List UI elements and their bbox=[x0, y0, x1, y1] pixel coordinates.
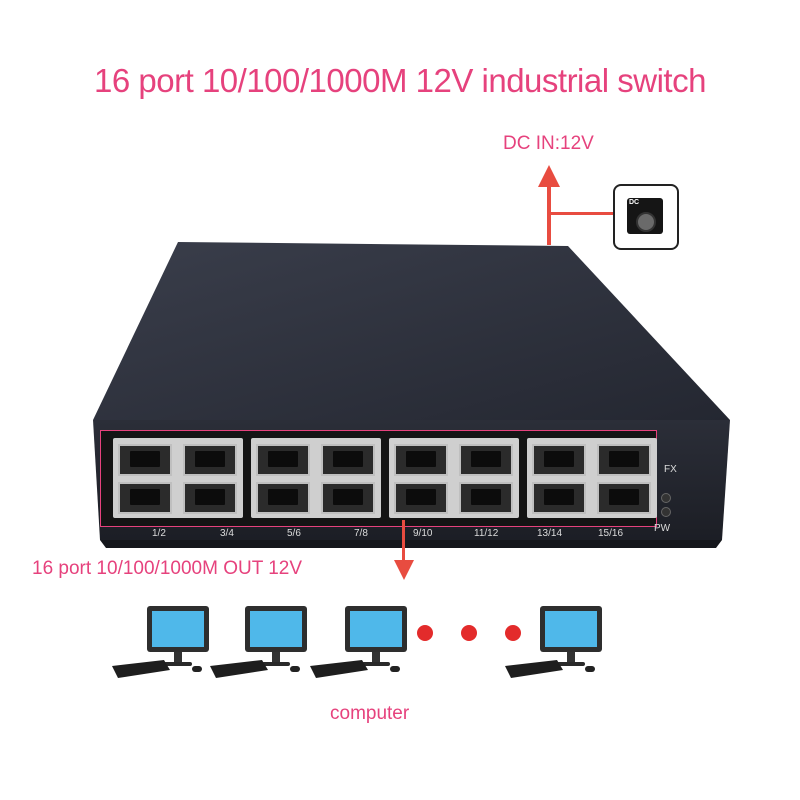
port-group bbox=[113, 438, 243, 518]
out-arrow-shaft bbox=[402, 520, 405, 562]
ethernet-port bbox=[321, 444, 375, 476]
computer-icon bbox=[112, 606, 209, 678]
out-arrow-down bbox=[394, 560, 414, 580]
ethernet-port bbox=[394, 444, 448, 476]
ethernet-port bbox=[183, 482, 237, 514]
port-label: 13/14 bbox=[537, 528, 563, 539]
ethernet-port bbox=[118, 482, 172, 514]
dc-jack-callout: DC bbox=[613, 184, 679, 250]
dc-arrow-shaft bbox=[547, 185, 551, 245]
port-label: 5/6 bbox=[287, 528, 301, 539]
port-group bbox=[389, 438, 519, 518]
computer-icon bbox=[310, 606, 407, 678]
dc-jack-text: DC bbox=[629, 199, 640, 206]
fx-label: FX bbox=[664, 464, 677, 475]
port-label: 11/12 bbox=[474, 528, 499, 539]
ellipsis-dot bbox=[505, 625, 521, 641]
port-group bbox=[527, 438, 657, 518]
pw-led bbox=[661, 507, 671, 517]
ethernet-port bbox=[256, 444, 310, 476]
port-label: 7/8 bbox=[354, 528, 368, 539]
computer-icon bbox=[505, 606, 602, 678]
dc-label: DC IN:12V bbox=[503, 133, 594, 154]
ethernet-port bbox=[256, 482, 310, 514]
computer-icon bbox=[210, 606, 307, 678]
ethernet-port bbox=[597, 482, 651, 514]
ellipsis-dot bbox=[417, 625, 433, 641]
ethernet-port bbox=[183, 444, 237, 476]
out-label: 16 port 10/100/1000M OUT 12V bbox=[32, 558, 303, 579]
port-label: 1/2 bbox=[152, 528, 166, 539]
dc-jack-hole bbox=[636, 212, 656, 232]
computer-label: computer bbox=[330, 703, 410, 724]
dc-connector-line bbox=[549, 212, 613, 215]
switch-top-surface bbox=[93, 242, 730, 420]
dc-arrow-up bbox=[538, 165, 560, 187]
title: 16 port 10/100/1000M 12V industrial swit… bbox=[94, 62, 706, 99]
port-label: 15/16 bbox=[598, 528, 624, 539]
fx-led bbox=[661, 493, 671, 503]
ethernet-port bbox=[459, 482, 513, 514]
port-label: 3/4 bbox=[220, 528, 234, 539]
ethernet-port bbox=[532, 482, 586, 514]
ethernet-port bbox=[597, 444, 651, 476]
port-label: 9/10 bbox=[413, 528, 433, 539]
ethernet-port bbox=[532, 444, 586, 476]
ethernet-port bbox=[394, 482, 448, 514]
pw-label: PW bbox=[654, 523, 671, 534]
ethernet-port bbox=[321, 482, 375, 514]
ethernet-port bbox=[118, 444, 172, 476]
front-panel: FX PW bbox=[100, 430, 677, 534]
ellipsis-dot bbox=[461, 625, 477, 641]
port-group bbox=[251, 438, 381, 518]
ethernet-port bbox=[459, 444, 513, 476]
